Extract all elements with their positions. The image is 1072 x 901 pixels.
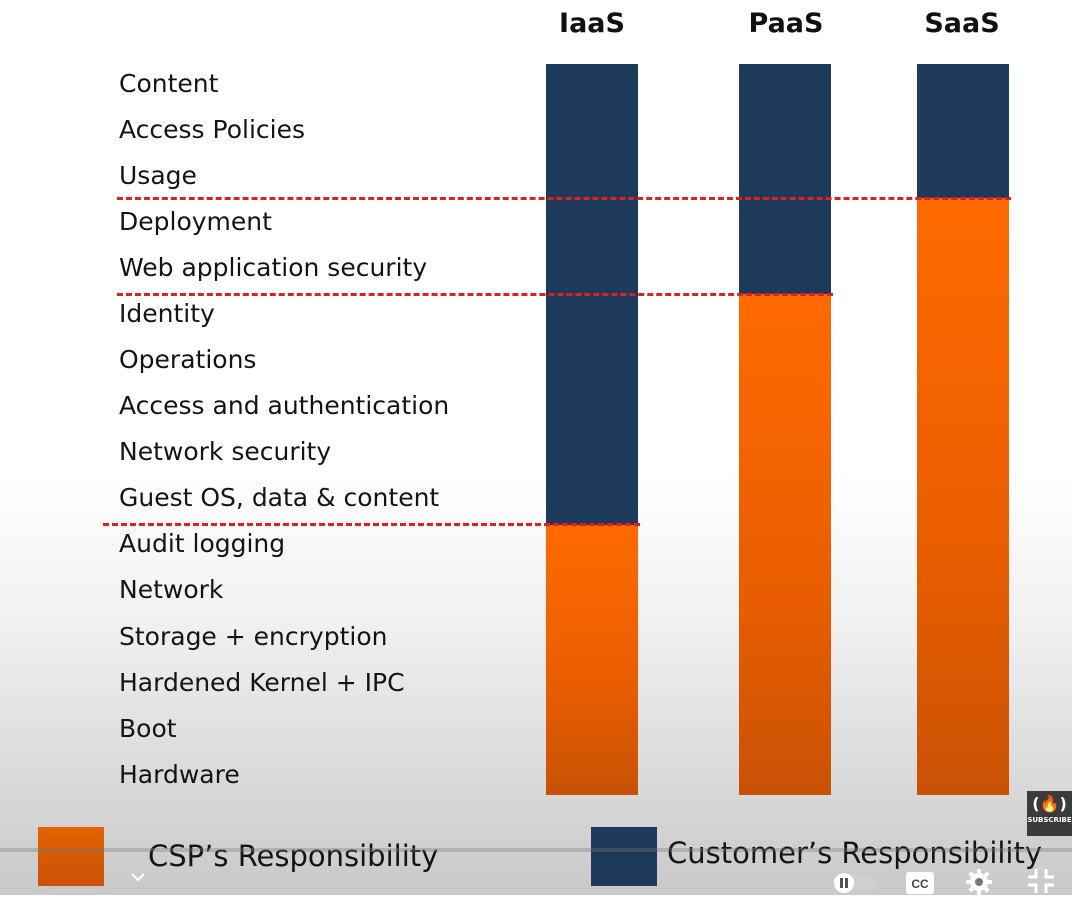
chevron-down-icon[interactable] [130,870,146,888]
freecodecamp-logo-icon: (🔥) [1032,794,1067,813]
subscribe-badge-label: SUBSCRIBE [1027,816,1072,824]
row-label-hardened-kernel: Hardened Kernel + IPC [119,668,405,697]
row-label-usage: Usage [119,161,197,190]
divider-iaas-boundary [103,523,640,526]
captions-icon[interactable]: CC [905,871,935,900]
row-label-operations: Operations [119,345,257,374]
row-label-content: Content [119,69,219,98]
row-label-access-policies: Access Policies [119,115,305,144]
svg-text:CC: CC [911,877,929,891]
row-label-network-security: Network security [119,437,332,466]
legend-csp-swatch [38,827,104,886]
column-header-iaas: IaaS [559,8,625,39]
settings-gear-icon[interactable] [965,868,993,901]
row-label-identity: Identity [119,299,215,328]
legend-customer-swatch [591,827,657,886]
legend-csp-label: CSP’s Responsibility [148,839,439,873]
row-label-network: Network [119,575,224,604]
legend-customer-label: Customer’s Responsibility [667,836,1043,870]
row-label-hardware: Hardware [119,760,240,789]
column-header-paas: PaaS [748,8,824,39]
iaas-csp-segment [546,525,638,795]
divider-paas-boundary [117,293,833,296]
row-label-deployment: Deployment [119,207,272,236]
progress-bar[interactable] [0,848,1072,852]
row-label-guest-os: Guest OS, data & content [119,483,440,512]
paas-csp-segment [739,294,831,795]
subscribe-badge[interactable]: (🔥) SUBSCRIBE [1027,791,1072,836]
exit-fullscreen-icon[interactable] [1027,868,1055,899]
row-label-boot: Boot [119,714,177,743]
saas-csp-segment [917,198,1009,795]
row-label-access-and-authentication: Access and authentication [119,391,450,420]
divider-saas-boundary [117,197,1011,200]
column-header-saas: SaaS [924,8,1000,39]
autoplay-toggle-icon[interactable] [831,872,879,899]
row-label-storage-encryption: Storage + encryption [119,622,388,651]
row-label-web-application-security: Web application security [119,253,428,282]
saas-customer-segment [917,64,1009,198]
paas-customer-segment [739,64,831,294]
row-label-audit-logging: Audit logging [119,529,286,558]
